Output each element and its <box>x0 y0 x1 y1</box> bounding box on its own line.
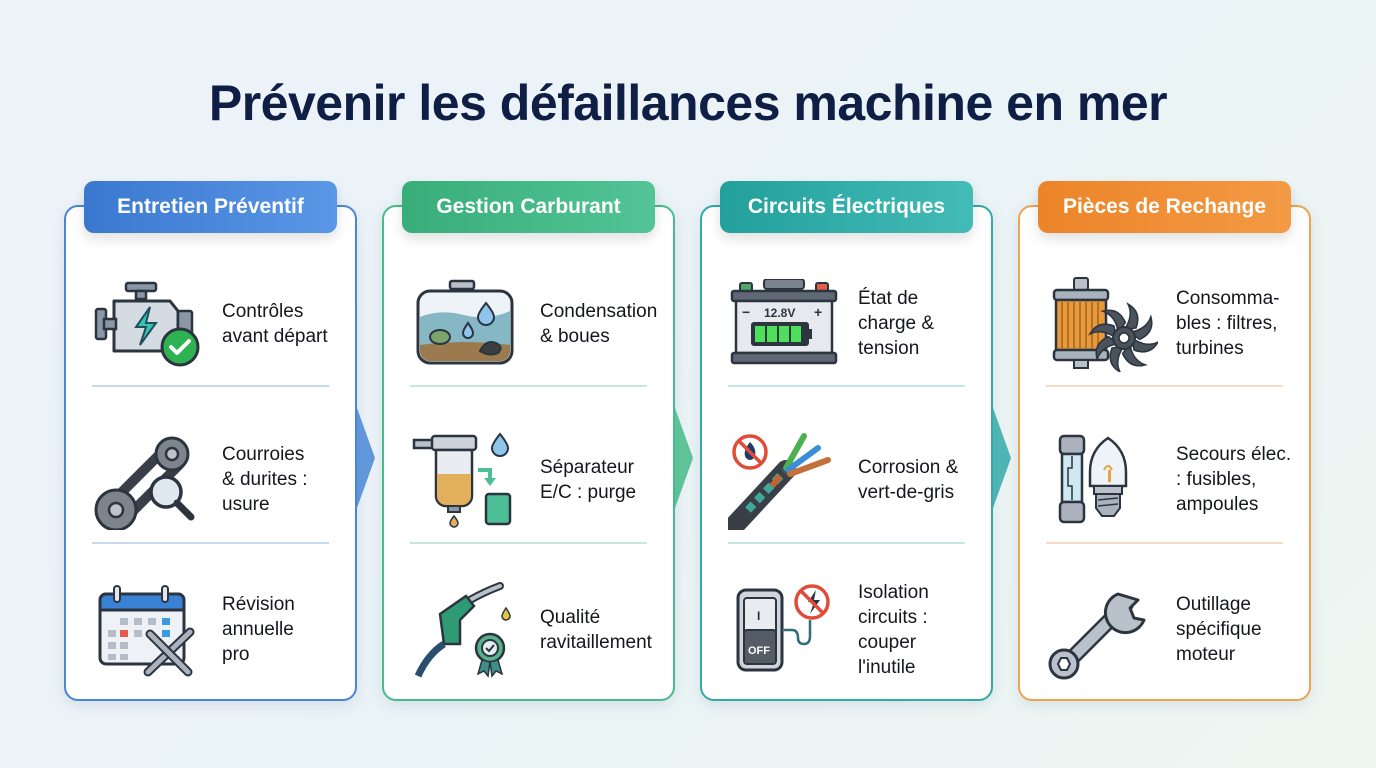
engine-check-icon <box>90 274 206 374</box>
divider <box>92 385 329 387</box>
item-label: Condensation & boues <box>540 300 658 347</box>
page-title: Prévenir les défaillances machine en mer <box>208 75 1168 131</box>
fuse-bulb-icon <box>1044 430 1160 530</box>
list-item: Secours élec. : fusibles, ampoules <box>1044 417 1293 542</box>
panel-circuits-electriques: Circuits Électriques − 12.8V + État de c… <box>700 181 993 701</box>
calendar-tools-icon <box>90 580 206 680</box>
divider <box>728 385 965 387</box>
svg-text:OFF: OFF <box>748 645 770 657</box>
list-item: Qualité ravitaillement <box>408 567 657 692</box>
flow-arrow-icon <box>993 408 1011 508</box>
item-label: Révision annuelle pro <box>222 594 295 665</box>
flow-arrow-icon <box>357 408 375 508</box>
divider <box>1046 542 1283 544</box>
list-item: Condensation & boues <box>408 261 657 386</box>
wrench-icon <box>1044 580 1160 680</box>
panel-header: Pièces de Rechange <box>1038 181 1291 233</box>
panel-gestion-carburant: Gestion Carburant Condensation & boues <box>382 181 675 701</box>
list-item: Séparateur E/C : purge <box>408 417 657 542</box>
list-item: Courroies & durites : usure <box>90 417 339 542</box>
item-label: Corrosion & vert-de-gris <box>858 456 959 503</box>
divider <box>410 542 647 544</box>
svg-text:−: − <box>742 304 750 320</box>
divider <box>1046 385 1283 387</box>
water-separator-icon <box>408 430 524 530</box>
divider <box>92 542 329 544</box>
item-label: Séparateur E/C : purge <box>540 456 637 503</box>
item-label: Outillage spécifique moteur <box>1176 594 1262 665</box>
list-item: Contrôles avant départ <box>90 261 339 386</box>
belt-inspection-icon <box>90 430 206 530</box>
panel-header: Circuits Électriques <box>720 181 973 233</box>
corroded-wire-icon <box>726 430 842 530</box>
panel-header: Gestion Carburant <box>402 181 655 233</box>
list-item: Outillage spécifique moteur <box>1044 567 1293 692</box>
panel-entretien-preventif: Entretien Préventif Contrôles avant dépa… <box>64 181 357 701</box>
item-label: Consomma- bles : filtres, turbines <box>1176 288 1280 359</box>
off-switch-icon: I OFF <box>726 580 842 680</box>
fuel-nozzle-quality-icon <box>408 580 524 680</box>
list-item: Corrosion & vert-de-gris <box>726 417 975 542</box>
divider <box>410 385 647 387</box>
list-item: Consomma- bles : filtres, turbines <box>1044 261 1293 386</box>
divider <box>728 542 965 544</box>
panel-header: Entretien Préventif <box>84 181 337 233</box>
flow-arrow-icon <box>675 408 693 508</box>
svg-text:I: I <box>757 609 760 623</box>
list-item: − 12.8V + État de charge & tension <box>726 261 975 386</box>
fuel-tank-sludge-icon <box>408 274 524 374</box>
svg-text:12.8V: 12.8V <box>764 306 795 320</box>
svg-text:+: + <box>814 304 822 320</box>
item-label: Qualité ravitaillement <box>540 606 652 653</box>
item-label: Isolation circuits : couper l'inutile <box>858 581 929 678</box>
battery-icon: − 12.8V + <box>726 274 842 374</box>
item-label: Contrôles avant départ <box>222 300 328 347</box>
filter-impeller-icon <box>1044 274 1160 374</box>
item-label: Courroies & durites : usure <box>222 444 308 515</box>
list-item: I OFF Isolation circuits : couper l'inut… <box>726 567 975 692</box>
list-item: Révision annuelle pro <box>90 567 339 692</box>
item-label: Secours élec. : fusibles, ampoules <box>1176 444 1292 515</box>
panel-pieces-de-rechange: Pièces de Rechange <box>1018 181 1311 701</box>
item-label: État de charge & tension <box>858 288 935 359</box>
